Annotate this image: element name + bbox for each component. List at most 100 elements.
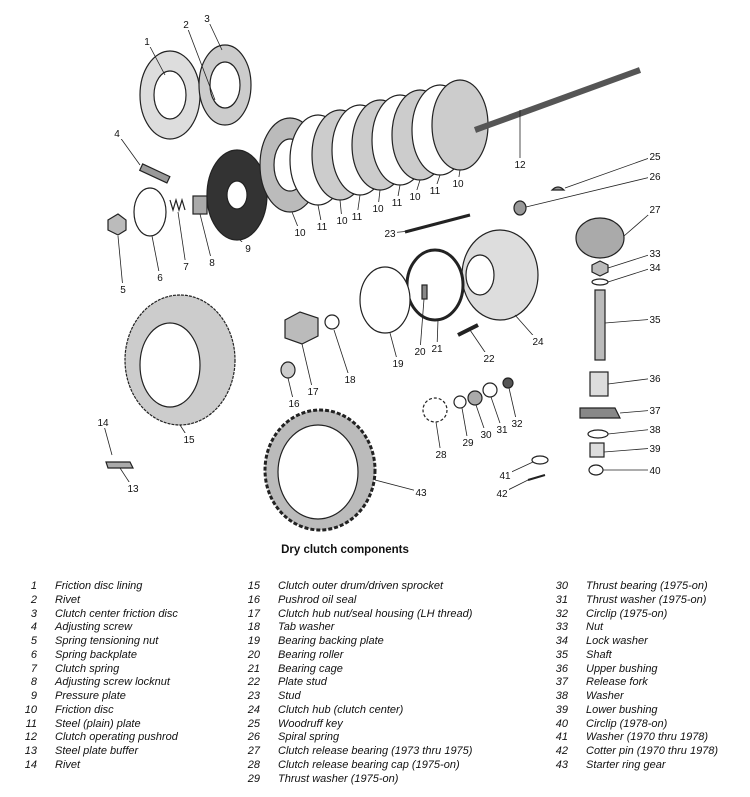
part-number: 41 <box>555 731 568 744</box>
callout-label-background <box>434 448 448 460</box>
part-number: 10 <box>24 703 37 716</box>
part-name: Clutch release bearing (1973 thru 1975) <box>278 745 473 757</box>
callout-label-background <box>648 423 662 435</box>
callout-label-background <box>413 345 427 357</box>
part-name: Thrust bearing (1975-on) <box>586 580 708 592</box>
part-name: Upper bushing <box>586 662 658 675</box>
callout-number: 7 <box>183 262 189 273</box>
tab-washer <box>324 314 340 330</box>
part-name: Nut <box>586 621 604 634</box>
circlip-2 <box>502 377 514 389</box>
callout-number: 15 <box>183 435 195 446</box>
callout-number: 12 <box>514 160 526 171</box>
callout-label-background <box>430 342 444 354</box>
part-number: 4 <box>30 621 37 634</box>
woodruff-key <box>550 186 566 191</box>
callout-label-background <box>648 261 662 273</box>
cotter-pin <box>527 474 546 481</box>
callout-leader-line <box>333 329 351 380</box>
part-number: 13 <box>24 745 37 757</box>
callout-number: 32 <box>511 419 523 430</box>
part-name: Clutch outer drum/driven sprocket <box>278 580 444 592</box>
callout-number: 10 <box>294 228 306 239</box>
callout-label-background <box>390 196 404 208</box>
lower-bushing <box>589 442 605 458</box>
pushrod-oil-seal <box>280 361 296 379</box>
callout-number: 8 <box>209 258 215 269</box>
part-name: Steel plate buffer <box>55 745 139 757</box>
adjusting-screw <box>138 163 171 184</box>
callout-number: 34 <box>649 263 661 274</box>
callout-number: 28 <box>435 450 447 461</box>
part-number: 28 <box>247 758 260 771</box>
bearing-cage <box>405 248 465 322</box>
callout-label-background <box>140 35 154 47</box>
callout-leader-line <box>607 428 656 435</box>
thrust-bearing <box>467 390 483 406</box>
pressure-plate-hub <box>226 180 248 210</box>
center-friction-disc-inner <box>209 61 241 109</box>
friction-disc-lining-inner <box>153 70 187 120</box>
callout-number: 11 <box>392 198 403 209</box>
clutch-release-bearing <box>575 217 625 259</box>
callout-number: 20 <box>414 347 426 358</box>
callout-number: 42 <box>496 489 508 500</box>
callout-number: 39 <box>649 444 661 455</box>
spiral-spring <box>513 200 527 216</box>
part-name: Stud <box>278 690 301 702</box>
washer <box>587 429 609 439</box>
part-name: Clutch spring <box>55 662 120 675</box>
callout-label-background <box>126 482 140 494</box>
clutch-plate-stack <box>259 79 489 213</box>
callout-label-background <box>479 428 493 440</box>
callout-label-background <box>513 158 527 170</box>
part-name: Clutch center friction disc <box>55 607 178 620</box>
part-name: Lower bushing <box>586 703 658 716</box>
callout-number: 10 <box>372 204 384 215</box>
spring-tensioning-nut <box>107 213 127 236</box>
callout-label-background <box>306 385 320 397</box>
callout-label-background <box>205 256 219 268</box>
part-name: Washer (1970 thru 1978) <box>586 731 709 744</box>
part-name: Steel (plain) plate <box>55 717 141 730</box>
part-name: Circlip (1978-on) <box>586 717 668 730</box>
part-number: 16 <box>247 593 260 606</box>
thrust-washer <box>453 395 467 409</box>
callout-label-background <box>182 433 196 445</box>
callout-number: 24 <box>532 337 544 348</box>
part-number: 36 <box>555 662 568 675</box>
callout-label-background <box>179 18 193 30</box>
part-number: 43 <box>555 758 568 771</box>
circlip <box>588 464 604 476</box>
callout-number: 14 <box>97 418 109 429</box>
callout-label-background <box>495 487 509 499</box>
clutch-operating-pushrod <box>473 67 642 133</box>
part-name: Release fork <box>586 676 648 689</box>
callout-label-background <box>179 260 193 272</box>
callout-leader-line <box>185 23 216 101</box>
part-number: 7 <box>30 662 37 675</box>
part-name: Spiral spring <box>278 731 340 744</box>
callout-leader-line <box>177 211 187 267</box>
callout-leader-line <box>607 377 656 385</box>
part-name: Adjusting screw locknut <box>55 676 170 689</box>
part-number: 14 <box>24 758 37 771</box>
part-number: 31 <box>555 593 568 606</box>
callout-label-background <box>648 150 662 162</box>
part-name: Starter ring gear <box>586 758 666 771</box>
callout-leader-line <box>419 298 425 352</box>
part-number: 3 <box>30 607 37 620</box>
callout-number: 6 <box>157 273 163 284</box>
callout-label-background <box>451 177 465 189</box>
part-name: Thrust washer (1975-on) <box>586 593 707 606</box>
part-number: 25 <box>247 717 260 730</box>
part-number: 42 <box>555 745 568 757</box>
part-number: 12 <box>24 731 37 744</box>
callout-label-background <box>498 469 512 481</box>
callout-leader-line <box>374 479 422 493</box>
part-name: Lock washer <box>586 635 648 647</box>
callout-number: 1 <box>144 37 150 48</box>
callout-label-background <box>648 203 662 215</box>
callout-label-background <box>293 226 307 238</box>
callout-number: 21 <box>431 344 443 355</box>
